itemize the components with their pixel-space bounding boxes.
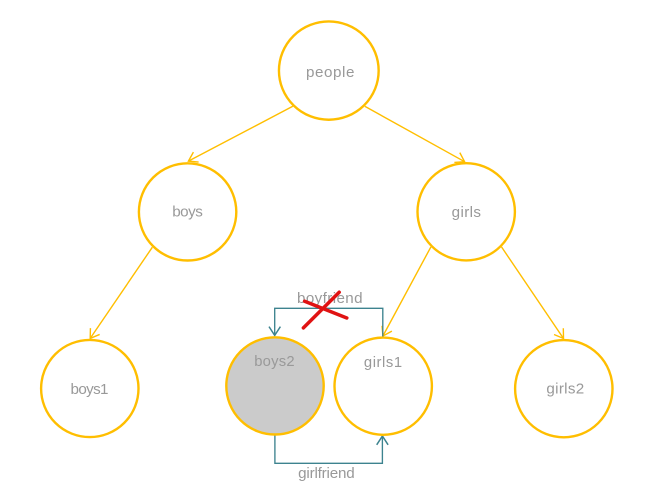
svg-text:girlfriend: girlfriend bbox=[298, 465, 355, 482]
svg-text:girls: girls bbox=[452, 204, 482, 221]
svg-text:people: people bbox=[306, 64, 355, 81]
svg-text:boys1: boys1 bbox=[71, 381, 109, 398]
svg-text:boys2: boys2 bbox=[254, 354, 294, 370]
svg-text:girls1: girls1 bbox=[364, 355, 402, 371]
svg-text:girls2: girls2 bbox=[546, 381, 584, 398]
svg-text:boyfriend: boyfriend bbox=[297, 290, 363, 307]
svg-text:boys: boys bbox=[172, 204, 203, 221]
